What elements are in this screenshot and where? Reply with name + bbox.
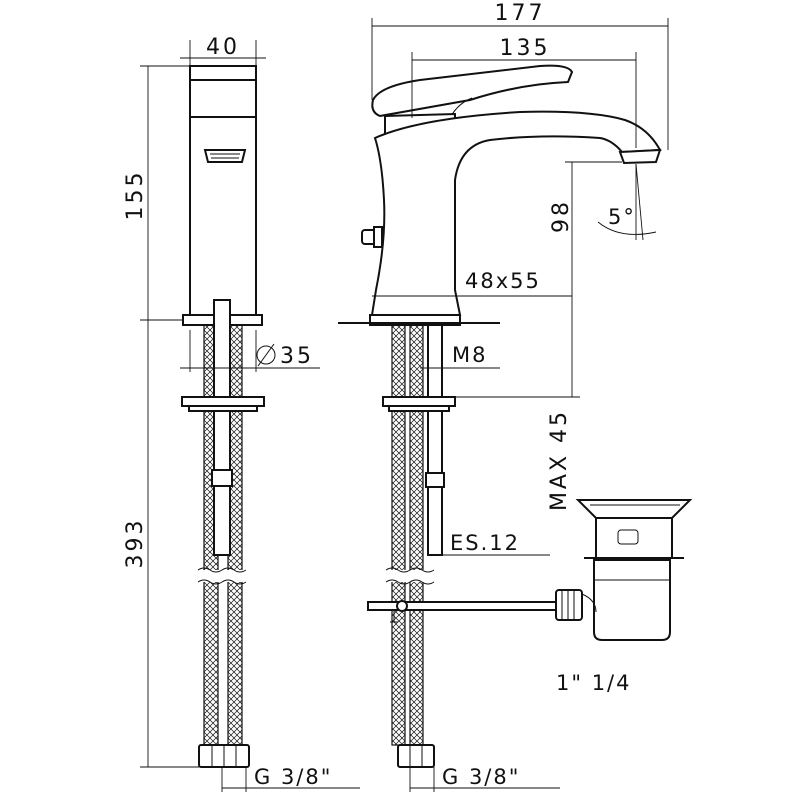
dim-drain-size: 1" 1/4 (556, 671, 632, 695)
dim-total-length: 177 (495, 1, 546, 26)
popup-drain: 1" 1/4 (555, 499, 693, 695)
hose-fitting-front (397, 744, 435, 768)
handle-lever (371, 64, 574, 118)
front-view: 177 135 98 5° 48x55 M8 MAX 45 ES.12 (338, 1, 669, 792)
dim-thread-m: M8 (452, 343, 487, 367)
dim-body-height: 155 (123, 170, 148, 221)
dim-body-width: 40 (206, 35, 240, 60)
rod-nut-front (425, 472, 445, 488)
fixing-washer-side (181, 396, 265, 407)
dim-hose-connection-left: G 3/8" (254, 765, 332, 789)
dim-es: ES.12 (450, 531, 520, 555)
dim-base-size: 48x55 (465, 269, 541, 293)
dim-max-thickness: MAX 45 (547, 409, 572, 511)
dim-spout-reach: 135 (500, 36, 551, 61)
angle-arc (597, 221, 657, 235)
rod-clip (396, 600, 408, 612)
rod-nut-side (211, 469, 233, 487)
dim-diameter: 35 (280, 344, 314, 369)
drain-flange (575, 499, 693, 519)
threaded-rod-side (213, 299, 231, 556)
threaded-rod-front (427, 324, 443, 556)
dim-spray-angle: 5° (608, 205, 636, 229)
drain-upper-body (595, 517, 673, 559)
diameter-symbol (256, 345, 276, 365)
faucet-body-side (189, 65, 257, 319)
drain-connector (555, 589, 583, 621)
dim-hose-connection-right: G 3/8" (442, 765, 520, 789)
fixing-washer-front (382, 396, 456, 407)
drain-lower-body (593, 559, 671, 641)
dim-hose-length: 393 (123, 518, 148, 569)
aerator-side (203, 149, 247, 163)
side-view: 40 155 393 35 G 3/8" (123, 35, 360, 792)
hose-right-a (391, 324, 406, 746)
aerator-front (618, 148, 662, 165)
hose-right-b (409, 324, 424, 746)
dim-spout-height: 98 (549, 199, 574, 233)
